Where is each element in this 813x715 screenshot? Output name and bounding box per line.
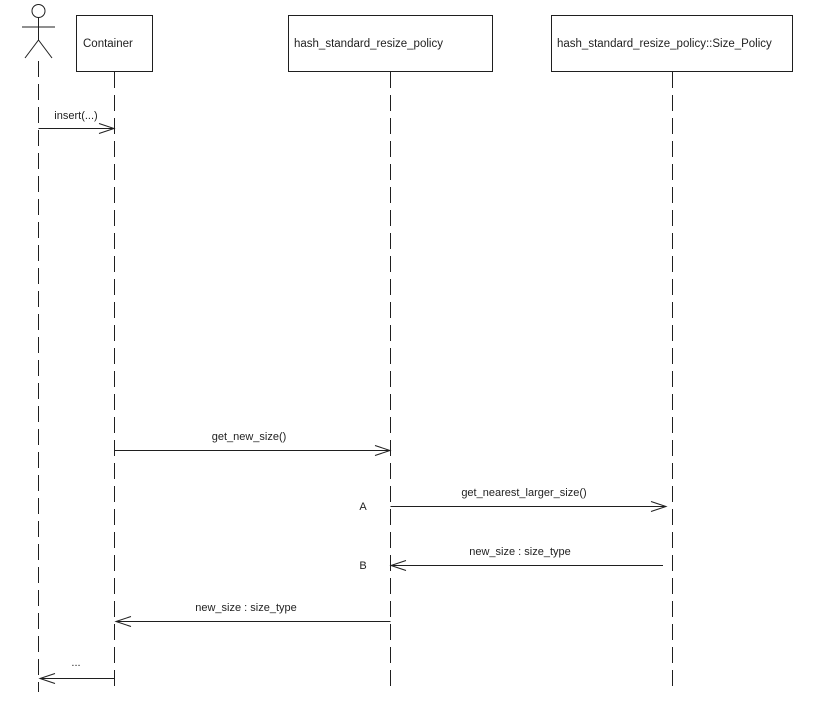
message-label: get_nearest_larger_size() xyxy=(461,487,586,499)
arrowhead-left-icon xyxy=(114,616,132,627)
participant-box-size-policy: hash_standard_resize_policy::Size_Policy xyxy=(551,15,793,72)
actor-leg-left xyxy=(24,39,39,59)
message-label: get_new_size() xyxy=(212,431,287,443)
arrowhead-left-icon xyxy=(389,560,407,571)
message-label: new_size : size_type xyxy=(195,602,297,614)
message-get-new-size: get_new_size() xyxy=(114,431,392,456)
message-insert: insert(...) xyxy=(38,110,116,134)
sequence-marker-b: B xyxy=(359,560,366,572)
participant-label-container: Container xyxy=(83,38,133,50)
actor-leg-right xyxy=(38,39,53,59)
participant-box-hash-standard-resize-policy: hash_standard_resize_policy xyxy=(288,15,493,72)
participant-label-size-policy: hash_standard_resize_policy::Size_Policy xyxy=(557,38,772,50)
participant-box-container: Container xyxy=(76,15,153,72)
arrowhead-right-icon xyxy=(98,123,116,134)
message-label: insert(...) xyxy=(54,110,97,122)
message-label: ... xyxy=(71,657,80,669)
arrowhead-right-icon xyxy=(374,445,392,456)
arrowhead-left-icon xyxy=(38,673,56,684)
actor-head xyxy=(31,4,46,18)
message-label: new_size : size_type xyxy=(469,546,571,558)
sequence-marker-a: A xyxy=(359,501,367,513)
message-new-size-return-to-container: new_size : size_type xyxy=(114,602,391,627)
message-ellipsis-return: ... xyxy=(38,657,115,684)
participant-label-hash-standard-resize-policy: hash_standard_resize_policy xyxy=(294,38,443,50)
message-new-size-return-to-policy: B new_size : size_type xyxy=(359,546,663,572)
message-get-nearest-larger-size: A get_nearest_larger_size() xyxy=(359,487,668,513)
actor-icon xyxy=(22,4,55,59)
arrowhead-right-icon xyxy=(650,501,668,512)
